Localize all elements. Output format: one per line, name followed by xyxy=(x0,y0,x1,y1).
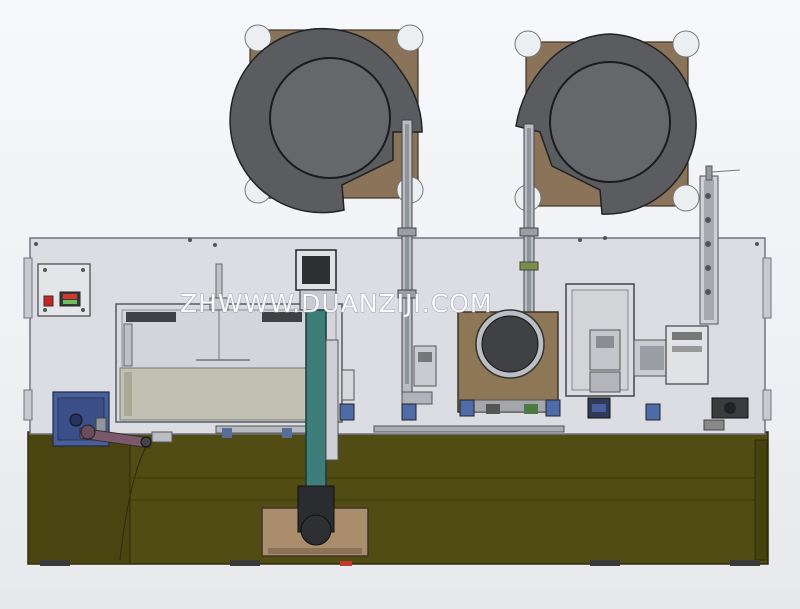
press-unit xyxy=(457,309,559,414)
vertical-conveyor xyxy=(295,249,355,501)
right-guard xyxy=(565,283,635,419)
control-box-icon xyxy=(37,263,91,317)
watermark-text: ZHWWW.DUANZIJI.COM xyxy=(180,289,492,318)
lever-arm xyxy=(79,424,173,449)
power-switch-icon xyxy=(43,295,54,307)
left-guard xyxy=(115,263,343,438)
reel-icon xyxy=(229,24,424,214)
right-mechanism xyxy=(633,165,749,431)
lower-tray xyxy=(261,485,369,557)
machine-base xyxy=(27,431,769,566)
rail-fittings xyxy=(339,399,661,433)
reel-icon xyxy=(514,30,700,215)
left-feed-rail xyxy=(397,119,437,405)
